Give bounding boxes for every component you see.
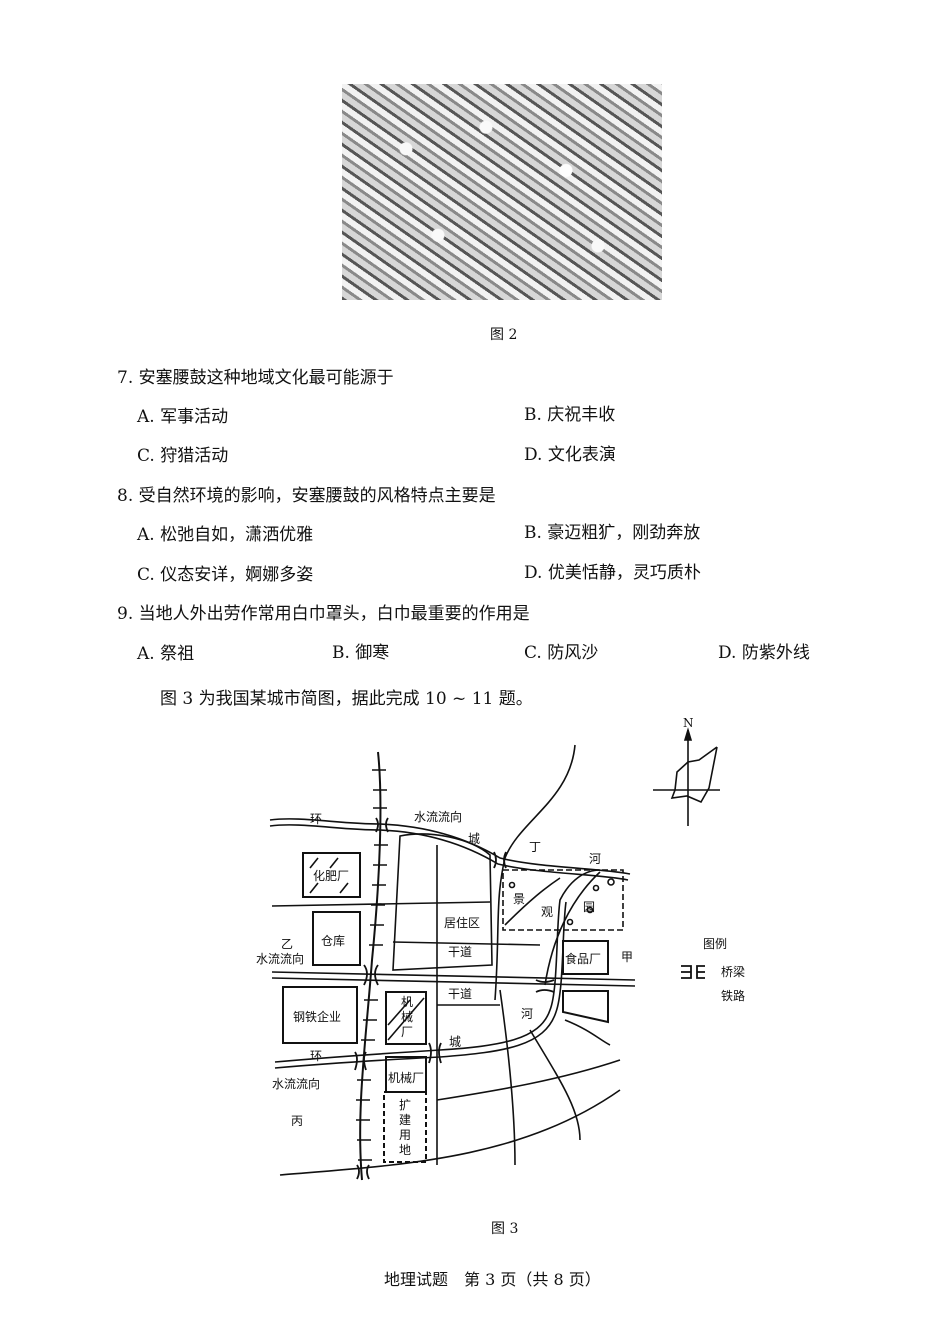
q8-option-a: A. 松弛自如，潇洒优雅 [137,525,314,545]
map-label-bing: 丙 [291,1114,304,1128]
legend-bridge: 桥梁 [721,965,746,979]
q7-option-d: D. 文化表演 [524,445,616,465]
q8-option-b: B. 豪迈粗犷，刚劲奔放 [524,523,701,543]
map-label-road-2: 干道 [448,987,473,1001]
map-label-yi: 乙 [281,937,294,951]
map-label-yuan: 园 [583,900,596,914]
q7-option-b: B. 庆祝丰收 [524,405,616,425]
map-label-city: 城 [468,832,481,846]
food-plant-box [562,940,609,975]
scenic-park-boundary [502,869,624,931]
q9-option-c: C. 防风沙 [524,643,599,663]
map-label-expansion: 扩建用地 [399,1098,412,1157]
question-7-stem: 7. 安塞腰鼓这种地域文化最可能源于 [117,368,394,388]
legend-bridge-icon [681,965,705,979]
map-label-guan: 观 [541,905,554,919]
q8-option-c: C. 仪态安详，婀娜多姿 [137,565,314,585]
figure-2-photo [342,84,662,300]
map-label-machinery-2: 机械厂 [388,1071,425,1085]
map-label-ring: 环 [310,812,323,826]
railway [356,751,388,1181]
map-label-river-2: 河 [521,1007,534,1021]
machinery-plant-box-2 [385,1056,427,1093]
figure-2-caption: 图 2 [490,327,518,343]
map-label-jing: 景 [513,892,526,906]
q9-option-b: B. 御寒 [332,643,390,663]
question-8-stem: 8. 受自然环境的影响，安塞腰鼓的风格特点主要是 [117,486,496,506]
page-footer: 地理试题 第 3 页（共 8 页） [384,1270,601,1289]
map-label-flow: 水流流向 [414,810,463,824]
map-label-machinery-1: 机械厂 [401,995,414,1039]
compass-icon [653,727,720,826]
map-label-warehouse: 仓库 [321,934,346,948]
map-label-flow-3: 水流流向 [272,1077,321,1091]
legend-title: 图例 [703,937,728,951]
legend-railway: 铁路 [721,989,746,1003]
q7-option-a: A. 军事活动 [137,407,229,427]
map-label-flow-2: 水流流向 [256,952,305,966]
figure-3-caption: 图 3 [491,1221,519,1237]
map-label-city-2: 城 [449,1035,462,1049]
machinery-plant-box-1 [385,991,427,1045]
question-9-stem: 9. 当地人外出劳作常用白巾罩头，白巾最重要的作用是 [117,604,530,624]
steel-enterprise-box [282,986,358,1044]
north-label: N [683,716,694,730]
map-label-ring-2: 环 [310,1049,323,1063]
unlabeled-box [562,990,609,1024]
bridge-icon [354,817,555,1180]
q9-option-a: A. 祭祖 [137,644,195,664]
q8-option-d: D. 优美恬静，灵巧质朴 [524,563,701,583]
expansion-land-box [383,1091,427,1163]
map-label-residential: 居住区 [444,916,481,930]
map-label-jia: 甲 [621,950,634,964]
q7-option-c: C. 狩猎活动 [137,446,229,466]
ring-river-north [269,818,631,875]
residential-block [392,833,493,971]
q9-option-d: D. 防紫外线 [718,643,810,663]
warehouse-box [312,911,361,966]
map-label-ding: 丁 [529,840,542,854]
map-intro: 图 3 为我国某城市简图，据此完成 10 ~ 11 题。 [160,689,533,709]
map-label-food: 食品厂 [565,952,602,966]
map-label-road: 干道 [448,945,473,959]
map-label-steel: 钢铁企业 [293,1010,342,1024]
fertilizer-plant-box [302,852,361,898]
map-label-river: 河 [589,852,602,866]
map-label-fertilizer: 化肥厂 [313,869,350,883]
